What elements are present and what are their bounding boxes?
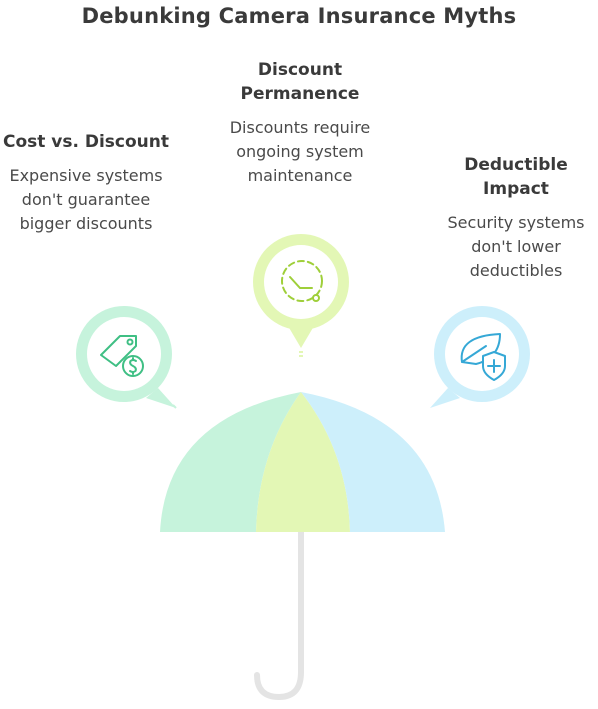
item-heading: Cost vs. Discount	[2, 132, 170, 152]
item-heading: Deductible Impact	[464, 155, 568, 199]
bubble-left	[76, 306, 177, 409]
item-text: Discounts require ongoing system mainten…	[229, 118, 371, 185]
canopy-segment-middle	[256, 392, 350, 532]
leaf-shield-icon	[460, 333, 506, 381]
umbrella-handle	[254, 529, 304, 701]
item-heading: Discount Permanence	[240, 60, 360, 104]
bubble-middle	[253, 234, 349, 357]
diagram-title: Debunking Camera Insurance Myths	[81, 4, 517, 28]
item-text: Security systems don't lower deductibles	[447, 213, 585, 280]
item-deductible-impact: Deductible Impact Security systems don't…	[430, 153, 598, 283]
maintenance-clock-icon	[281, 260, 323, 302]
item-text: Expensive systems don't guarantee bigger…	[9, 166, 163, 233]
canopy-segment-left	[160, 392, 301, 532]
item-cost-vs-discount: Cost vs. Discount Expensive systems don'…	[0, 130, 172, 236]
canopy-segment-right	[301, 392, 445, 532]
price-tag-dollar-icon	[100, 335, 144, 377]
bubble-right	[430, 306, 530, 408]
item-discount-permanence: Discount Permanence Discounts require on…	[200, 58, 400, 188]
